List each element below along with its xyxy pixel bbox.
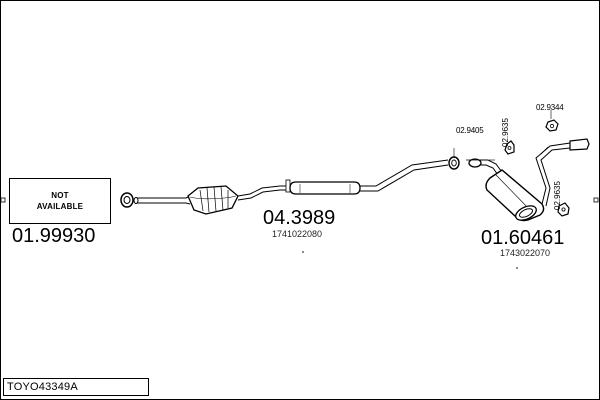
tail-pipe — [535, 138, 590, 207]
middle-part-oem: 1741022080 — [272, 229, 323, 239]
reference-label: TOYO43349A — [7, 381, 78, 393]
middle-pipe — [237, 179, 296, 201]
catalytic-converter — [187, 185, 239, 215]
hanger-right-code: 02.9635 — [553, 181, 562, 210]
connecting-pipe — [360, 159, 449, 192]
rear-silencer — [485, 169, 545, 222]
hanger-top-code: 02.9344 — [536, 103, 564, 112]
clamp-gasket-a — [448, 148, 460, 170]
front-flange-gasket — [120, 192, 134, 208]
rear-part-code: 01.60461 — [481, 227, 565, 249]
rubber-hanger-left — [504, 140, 515, 155]
rear-pipe — [480, 159, 503, 176]
front-pipe — [133, 195, 191, 205]
clamp-b-code: 02.9635 — [501, 118, 510, 147]
front-part-code: 01.99930 — [12, 225, 96, 247]
dot-mark — [302, 251, 304, 253]
left-edge-marker — [0, 197, 6, 203]
clamp-b — [466, 158, 495, 168]
not-available-line1: NOT — [51, 191, 69, 200]
rubber-hanger-top — [545, 110, 559, 132]
middle-part-code: 04.3989 — [263, 207, 336, 229]
clamp-a-code: 02.9405 — [456, 126, 484, 135]
not-available-line2: AVAILABLE — [36, 202, 84, 211]
right-edge-marker — [593, 197, 599, 203]
reference-label-box: TOYO43349A — [3, 378, 149, 396]
dot-mark — [516, 267, 518, 269]
rubber-hanger-right — [557, 202, 570, 217]
not-available-box: NOT AVAILABLE — [9, 178, 111, 224]
middle-silencer — [289, 181, 361, 195]
rear-part-oem: 1743022070 — [500, 248, 551, 258]
